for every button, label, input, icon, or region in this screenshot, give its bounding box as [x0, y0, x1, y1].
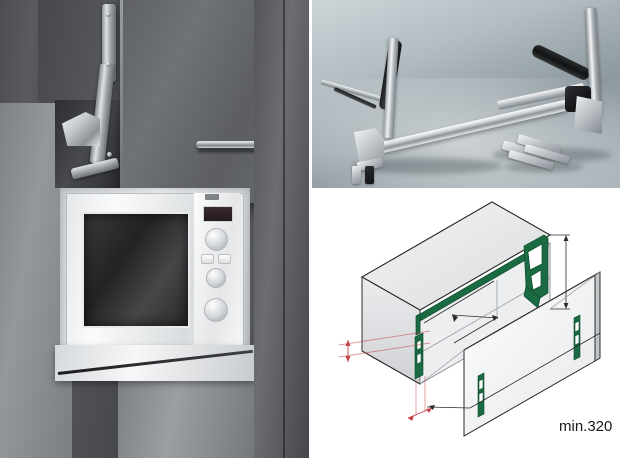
label-min-320: min.320	[559, 418, 613, 435]
hardware-photo	[312, 0, 620, 188]
hinge-plate-panel-right	[573, 314, 581, 361]
lift-arm-upper	[102, 4, 116, 82]
handle-shadow	[198, 149, 260, 153]
arm-pivot-pin-top	[106, 12, 111, 17]
dimension-36	[407, 376, 433, 421]
right-cabinet-column	[254, 0, 309, 458]
microwave-knob-mid[interactable]	[206, 268, 226, 288]
technical-diagram: min.320 min.220 40 36 B	[312, 190, 620, 458]
microwave-knob-upper[interactable]	[205, 228, 228, 251]
brand-logo	[205, 194, 219, 200]
hinge-plate-panel-left	[477, 372, 485, 418]
microwave-button-right[interactable]	[218, 254, 231, 264]
upper-door-edge	[120, 0, 123, 203]
arm-pivot-pin-mid	[106, 62, 111, 67]
microwave-knob-lower[interactable]	[204, 298, 228, 322]
microwave-button-left[interactable]	[201, 254, 214, 264]
door-handle[interactable]	[196, 141, 262, 148]
installation-photo	[0, 0, 309, 458]
dimension-min220	[423, 280, 499, 344]
dimension-40	[338, 330, 431, 362]
right-mounting-plate	[574, 96, 602, 134]
dimension-min320	[550, 234, 570, 310]
construction-lines	[419, 271, 601, 385]
lift-hardware-green	[415, 234, 549, 336]
microwave-door-glass	[82, 212, 264, 458]
left-foot-pin-a	[352, 166, 361, 184]
arm-pivot-pin-bottom	[107, 152, 112, 157]
cabinet-seam	[283, 0, 285, 458]
right-gas-damper	[530, 43, 592, 82]
microwave-display	[203, 206, 233, 222]
dimension-B	[426, 332, 601, 410]
hinge-plate-left-inner	[414, 332, 424, 380]
diagram-drawing	[338, 201, 601, 437]
hardware-shadow-left	[352, 158, 502, 174]
left-foot-pin-b	[365, 166, 374, 184]
